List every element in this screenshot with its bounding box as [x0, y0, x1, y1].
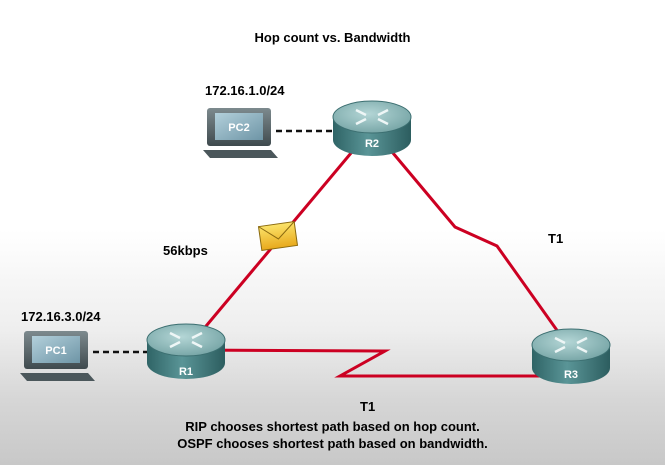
link-r1-r3-bandwidth: T1 — [360, 399, 376, 414]
caption-line-rip: RIP chooses shortest path based on hop c… — [185, 419, 480, 434]
link-r1-r2-bandwidth: 56kbps — [163, 243, 208, 258]
pc2-network-label: 172.16.1.0/24 — [205, 83, 285, 98]
diagram-title: Hop count vs. Bandwidth — [254, 30, 411, 45]
pc1[interactable]: PC1 — [20, 331, 95, 381]
link-r2-r3 — [370, 127, 573, 351]
router-r3[interactable]: R3 — [531, 328, 611, 384]
router-arrows-icon — [554, 336, 588, 354]
caption-line-ospf: OSPF chooses shortest path based on band… — [177, 436, 488, 451]
router-r2-label: R2 — [365, 138, 379, 150]
caption: RIP chooses shortest path based on hop c… — [0, 418, 665, 452]
router-r1[interactable]: R1 — [146, 323, 226, 379]
link-r1-r3 — [185, 348, 571, 378]
router-arrows-icon — [355, 108, 389, 126]
pc2[interactable]: PC2 — [203, 108, 278, 158]
pc1-label: PC1 — [45, 345, 66, 357]
router-r2[interactable]: R2 — [332, 100, 412, 156]
link-r2-r3-bandwidth: T1 — [548, 231, 564, 246]
pc2-label: PC2 — [228, 122, 249, 134]
router-arrows-icon — [169, 331, 203, 349]
router-r3-label: R3 — [564, 369, 578, 381]
router-r1-label: R1 — [179, 366, 193, 378]
pc1-network-label: 172.16.3.0/24 — [21, 309, 101, 324]
envelope-icon — [257, 221, 299, 251]
